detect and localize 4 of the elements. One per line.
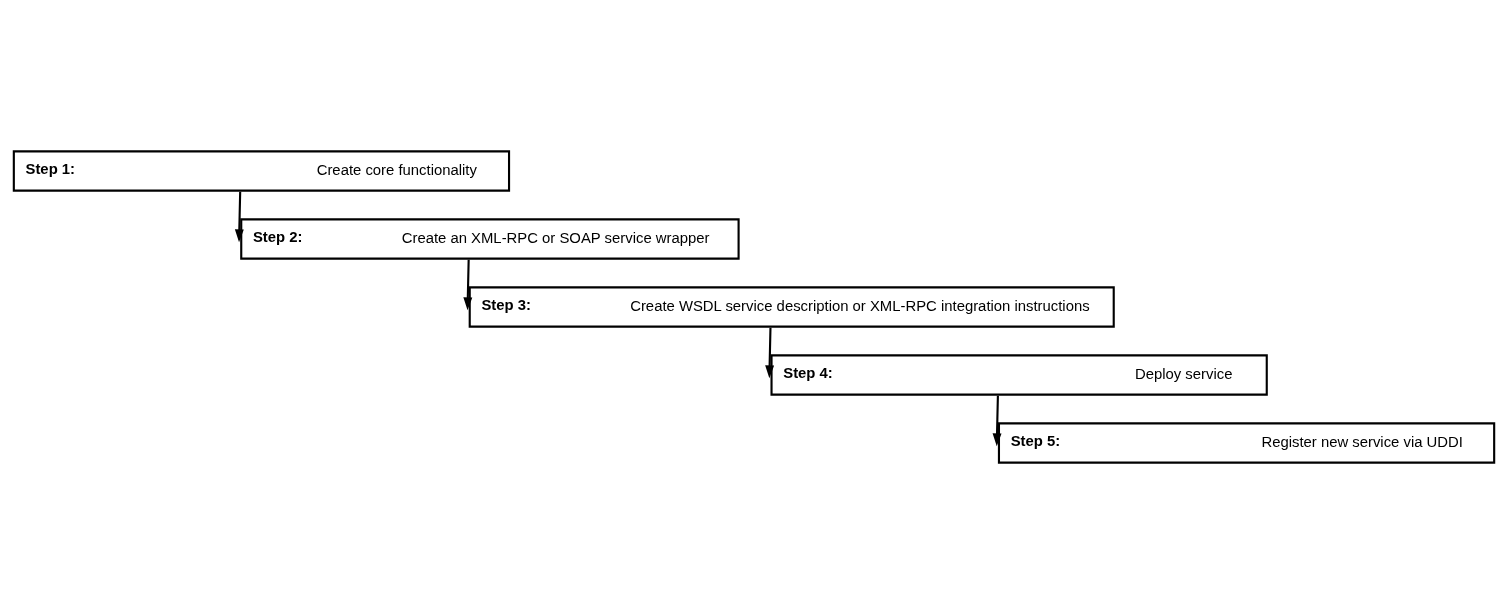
arrow (234, 191, 244, 242)
arrow (992, 395, 1002, 446)
arrow (765, 327, 775, 378)
arrow (463, 259, 473, 310)
